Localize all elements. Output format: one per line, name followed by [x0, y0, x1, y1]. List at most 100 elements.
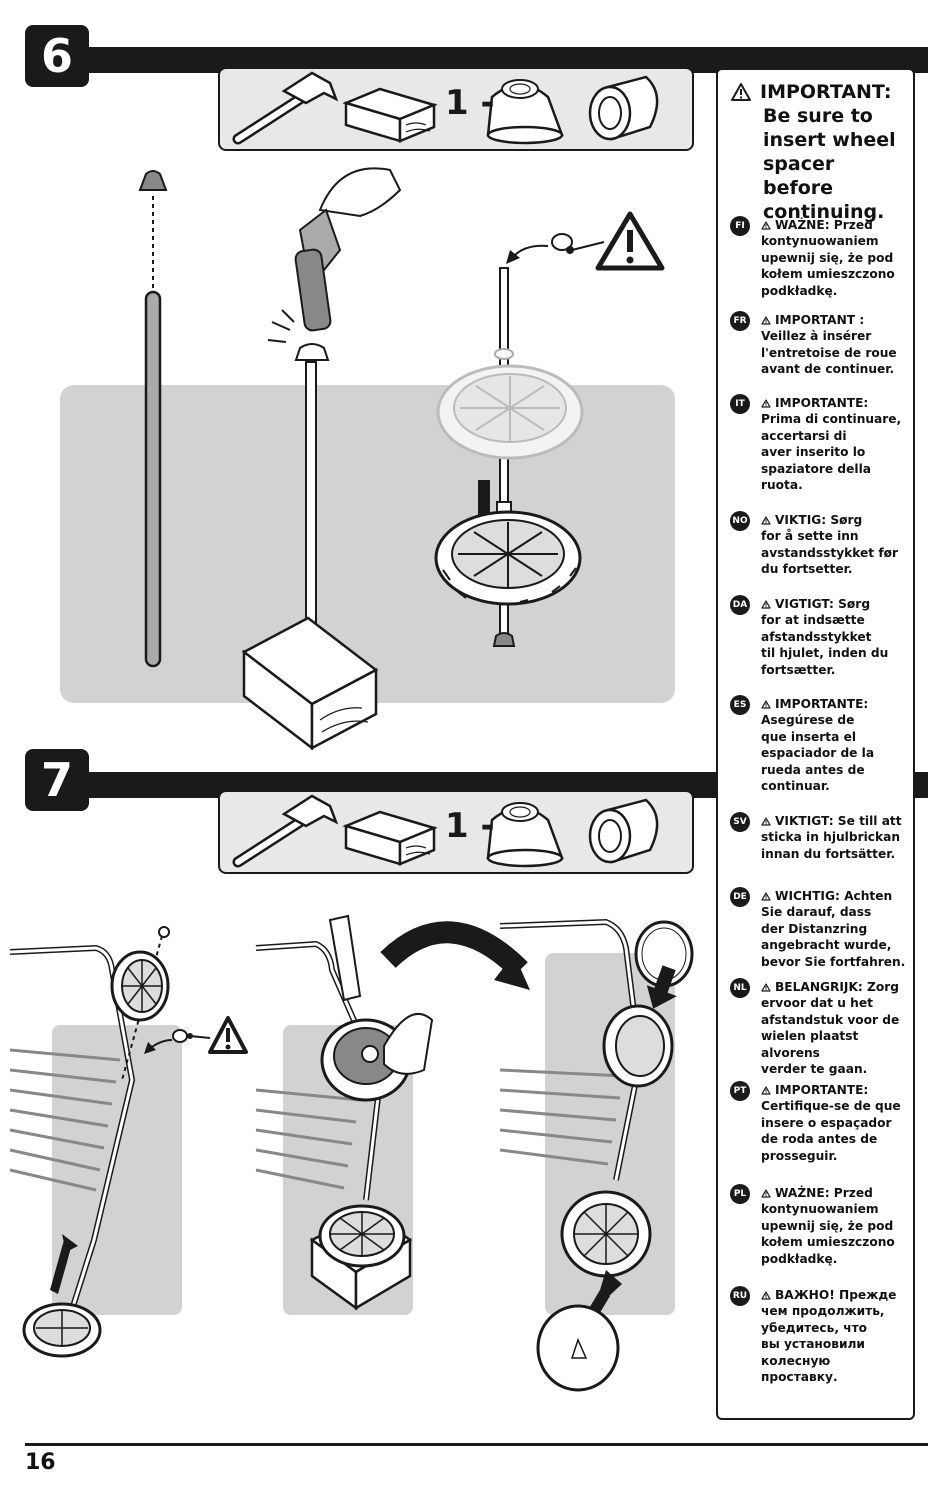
translation-line: rueda antes de	[761, 762, 913, 778]
language-badge: RU	[730, 1286, 750, 1306]
warning-triangle-icon	[761, 1288, 775, 1302]
translation-line: IMPORTANTE:	[761, 1082, 913, 1098]
translation-line: Sie darauf, dass	[761, 904, 913, 920]
language-badge: IT	[730, 394, 750, 414]
language-badge: DE	[730, 887, 750, 907]
translation-line: kołem umieszczono	[761, 1234, 913, 1250]
translation-line-text: podkładkę.	[761, 1251, 838, 1266]
hammer-icon	[232, 71, 339, 145]
translation-line: Certifique-se de que	[761, 1098, 913, 1114]
warning-triangle-icon	[761, 1083, 775, 1097]
translation-line-text: innan du fortsätter.	[761, 846, 896, 861]
translation-line-text: l'entretoise de roue	[761, 345, 897, 360]
language-badge: PL	[730, 1184, 750, 1204]
translation-line-text: podkładkę.	[761, 283, 838, 298]
translation-line: for å sette inn	[761, 528, 913, 544]
translation-line: wielen plaatst alvorens	[761, 1028, 913, 1061]
translation-line-text: VIKTIG: Sørg	[775, 513, 863, 527]
translation-line-text: insere o espaçador	[761, 1115, 892, 1130]
language-badge: NL	[730, 978, 750, 998]
step-7-quantity: 1 -	[445, 806, 495, 846]
translation-line-text: der Distanzring	[761, 921, 868, 936]
translation-line-text: Asegúrese de	[761, 713, 855, 728]
translation-line-text: rueda antes de	[761, 762, 865, 777]
warning-triangle-icon	[595, 211, 665, 271]
wheel-spacer-icon	[588, 75, 659, 141]
step-6-quantity: 1 -	[445, 83, 495, 123]
translation-line-text: for å sette inn	[761, 529, 859, 544]
language-badge: PT	[730, 1081, 750, 1101]
translation-line-text: VIKTIGT: Se till att	[775, 814, 902, 828]
translation-line-text: avstandsstykket før	[761, 545, 899, 560]
translation-line-text: for at indsætte	[761, 613, 865, 628]
step-7-tools-panel: 1 -	[218, 790, 694, 874]
translation-line-text: IMPORTANTE:	[775, 396, 869, 410]
translation-line: prosseguir.	[761, 1148, 913, 1164]
important-line: spacer before	[763, 153, 835, 199]
translation-line-text: колесную	[761, 1353, 831, 1368]
page-number: 16	[25, 1450, 56, 1475]
translation-line-text: BELANGRIJK: Zorg	[775, 980, 899, 994]
translation-line: til hjulet, inden du	[761, 645, 913, 661]
language-badge: NO	[730, 511, 750, 531]
wheel-cap-icon	[486, 802, 564, 868]
translation-line-text: WICHTIG: Achten	[775, 889, 893, 903]
translation-line-text: Veillez à insérer	[761, 329, 872, 344]
translation-line: ruota.	[761, 477, 913, 493]
warning-triangle-icon	[761, 513, 775, 527]
translation-line: kontynuowaniem	[761, 1201, 913, 1217]
translation-line: WICHTIG: Achten	[761, 888, 913, 904]
translation-line-text: WAŻNE: Przed	[775, 1186, 873, 1200]
warning-triangle-icon	[761, 218, 775, 232]
translation-line: чем продолжить,	[761, 1303, 913, 1319]
translation-line-text: accertarsi di	[761, 428, 847, 443]
warning-triangle-icon	[761, 980, 775, 994]
warning-triangle-icon	[761, 697, 775, 711]
axle-rod-with-cap	[241, 361, 379, 750]
translation-line: afstandstuk voor de	[761, 1012, 913, 1028]
translation-line: innan du fortsätter.	[761, 846, 913, 862]
translation-line: upewnij się, że pod	[761, 250, 913, 266]
translation-line: колесную	[761, 1353, 913, 1369]
grill-frame-panel-2	[255, 914, 530, 1311]
warning-triangle-icon	[731, 83, 751, 101]
translation-line-text: bevor Sie fortfahren.	[761, 954, 906, 969]
translation-line-text: angebracht wurde,	[761, 938, 892, 953]
translation-line: que inserta el	[761, 729, 913, 745]
translation-line: ervoor dat u het	[761, 995, 913, 1011]
warning-triangle-icon	[761, 313, 775, 327]
translation-line-text: Prima di continuare,	[761, 412, 902, 427]
translation-line-text: de roda antes de	[761, 1132, 878, 1147]
translation-line: podkładkę.	[761, 283, 913, 299]
translation-line-text: ervoor dat u het	[761, 996, 873, 1011]
translation-line: aver inserito lo	[761, 444, 913, 460]
step-7-illustration	[9, 914, 694, 1392]
spacer-arrow	[506, 233, 605, 264]
translation-line-text: чем продолжить,	[761, 1304, 885, 1319]
translation-text: IMPORTANTE: Prima di continuare,accertars…	[761, 395, 913, 493]
translation-line: espaciador de la	[761, 745, 913, 761]
translation-line-text: prosseguir.	[761, 1148, 838, 1163]
translation-line-text: que inserta el	[761, 729, 857, 744]
translation-line-text: espaciador de la	[761, 746, 875, 761]
translation-line-text: kontynuowaniem	[761, 1202, 879, 1217]
translation-line-text: til hjulet, inden du	[761, 646, 889, 661]
translation-line-text: Sie darauf, dass	[761, 905, 872, 920]
important-title: IMPORTANT:	[760, 81, 892, 103]
important-line: Be sure to	[763, 105, 873, 127]
language-badge: FR	[730, 311, 750, 331]
translation-line: du fortsetter.	[761, 561, 913, 577]
important-line: insert wheel	[763, 129, 896, 151]
step-6-tools-svg	[232, 71, 659, 145]
translation-line: spaziatore della	[761, 461, 913, 477]
translation-line: l'entretoise de roue	[761, 345, 913, 361]
translation-line: Veillez à insérer	[761, 328, 913, 344]
translation-line: sticka in hjulbrickan	[761, 829, 913, 845]
axle-rod-plain	[138, 170, 168, 668]
